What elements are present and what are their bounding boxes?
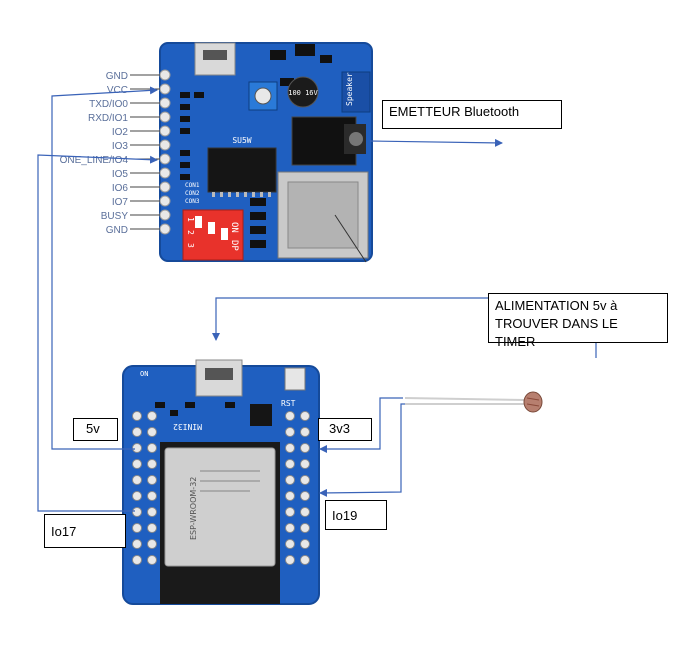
callout-io17: Io17 [44, 514, 126, 548]
con2-label: CON2 [185, 190, 200, 197]
pin-label-gnd-bottom: GND [106, 225, 128, 236]
esp-left-header [132, 411, 157, 565]
wires [37, 86, 597, 512]
pin-label-io3: IO3 [112, 141, 129, 152]
pin-label-io6: IO6 [112, 183, 129, 194]
wire-emetteur [369, 138, 503, 147]
pin-label-io5: IO5 [112, 169, 129, 180]
rst-label: RST [281, 399, 296, 408]
wroom-module-label: ESP-WROOM-32 [189, 477, 198, 540]
callout-emetteur: EMETTEUR Bluetooth [382, 100, 562, 129]
on-label: ON [140, 370, 148, 378]
audio-jack [291, 116, 366, 166]
callout-alimentation: ALIMENTATION 5v à TROUVER DANS LE TIMER [488, 293, 668, 349]
pin-label-vcc: VCC [107, 85, 128, 96]
callout-5v: 5v [73, 418, 118, 441]
mp3-module-board: GND VCC TXD/IO0 RXD/IO1 IO2 IO3 ONE_LINE… [60, 42, 373, 263]
dip-num-2: 2 [186, 230, 195, 235]
pin-label-gnd-top: GND [106, 71, 128, 82]
chip-label: SU5W [232, 136, 251, 145]
esp-right-header [285, 411, 310, 565]
mini-label: MINI32 [173, 422, 202, 431]
callout-alimentation-line2: TROUVER DANS LE TIMER [495, 316, 618, 349]
speaker-terminal: Speaker [341, 71, 371, 113]
callout-3v3: 3v3 [318, 418, 372, 441]
pin-label-busy: BUSY [101, 211, 129, 222]
con1-label: CON1 [185, 182, 200, 189]
capacitor: 100 16V [287, 76, 319, 108]
potentiometer [248, 81, 278, 111]
pin-label-io2: IO2 [112, 127, 129, 138]
pin-label-txd: TXD/IO0 [89, 99, 128, 110]
main-chip: SU5W [207, 136, 277, 197]
speaker-label: Speaker [345, 72, 354, 106]
photoresistor [404, 391, 543, 413]
esp-reset-button [284, 367, 306, 391]
dip-on-label: ON [229, 222, 239, 233]
esp-wroom-module: ESP-WROOM-32 [160, 442, 280, 604]
dip-num-1: 1 [186, 217, 195, 222]
callout-io19: Io19 [325, 500, 387, 530]
callout-alimentation-line1: ALIMENTATION 5v à [495, 298, 618, 313]
wire-io19-photoresistor [319, 403, 405, 497]
esp32-board: RST ON MINI32 [122, 359, 320, 605]
dip-num-3: 3 [186, 243, 195, 248]
wire-3v3-photoresistor [319, 397, 403, 453]
dip-switch: ON DP 1 2 3 [182, 209, 244, 261]
dip-dp-label: DP [229, 240, 239, 251]
pin-label-one-line: ONE_LINE/IO4 [60, 155, 129, 166]
capacitor-label: 100 16V [288, 89, 318, 97]
sd-card-slot [277, 171, 369, 263]
pin-label-rxd: RXD/IO1 [88, 113, 128, 124]
wire-io17-oneline [37, 154, 158, 512]
con3-label: CON3 [185, 198, 200, 205]
wire-5v-vcc [51, 86, 158, 450]
pin-label-io7: IO7 [112, 197, 129, 208]
